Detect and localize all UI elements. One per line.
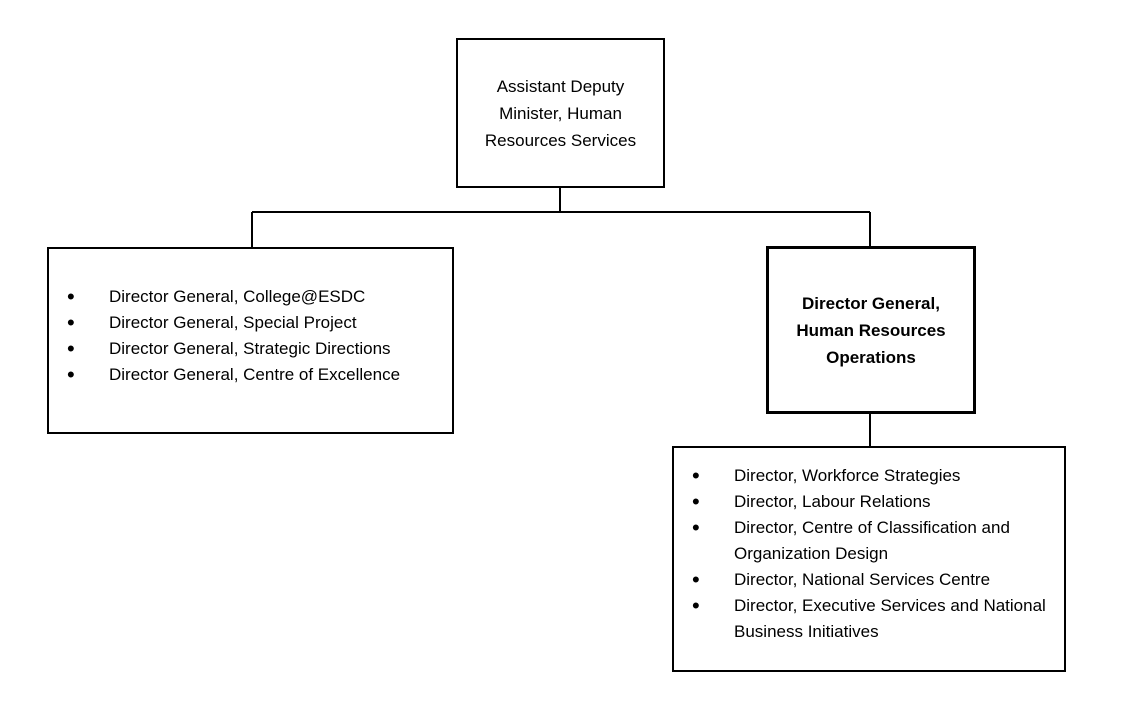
node-label: Director General, Human Resources Operat… [796,293,946,367]
list-item: Director General, Special Project [49,310,449,336]
list-item: Director General, Centre of Excellence [49,362,449,388]
node-director-general-list: Director General, College@ESDC Director … [47,247,454,434]
list-item: Director, Workforce Strategies [674,463,1062,489]
director-list: Director, Workforce Strategies Director,… [674,463,1062,645]
node-director-general-hr-operations: Director General, Human Resources Operat… [766,246,976,414]
list-item: Director, Labour Relations [674,489,1062,515]
node-assistant-deputy-minister: Assistant Deputy Minister, Human Resourc… [456,38,665,188]
director-general-list: Director General, College@ESDC Director … [49,284,449,388]
list-item: Director General, College@ESDC [49,284,449,310]
list-item: Director, National Services Centre [674,567,1062,593]
node-director-list: Director, Workforce Strategies Director,… [672,446,1066,672]
list-item: Director, Centre of Classification and O… [674,515,1062,567]
node-label: Assistant Deputy Minister, Human Resourc… [484,76,637,150]
list-item: Director General, Strategic Directions [49,336,449,362]
list-item: Director, Executive Services and Nationa… [674,593,1062,645]
